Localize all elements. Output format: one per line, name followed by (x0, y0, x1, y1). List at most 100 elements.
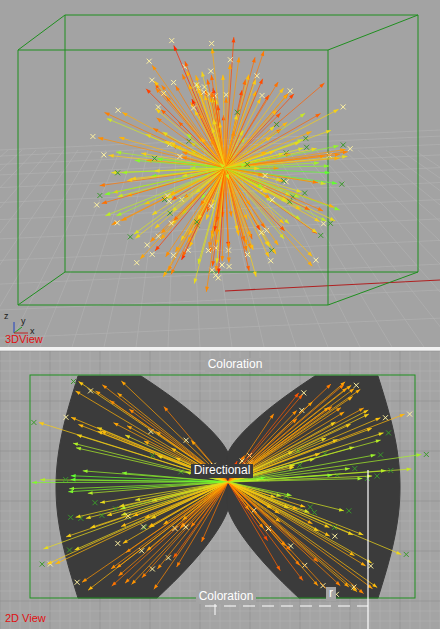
arrow-head (270, 414, 274, 419)
x-axis-line (225, 280, 440, 291)
field-vector (163, 168, 225, 277)
sample-mark (94, 202, 99, 207)
sample-mark (245, 252, 250, 257)
field-vector (225, 168, 229, 179)
arrow-head (274, 82, 278, 87)
sample-mark (235, 110, 240, 115)
sample-mark (404, 552, 409, 557)
field-vector (167, 168, 225, 198)
arrow-head (345, 467, 350, 471)
arrow-head (195, 75, 199, 80)
sample-mark (167, 199, 172, 204)
arrow-head (166, 252, 170, 257)
arrow-head (194, 278, 198, 283)
arrow-head (105, 212, 110, 216)
field-vector (228, 482, 280, 571)
arrow-head (157, 564, 161, 569)
bounding-box (65, 272, 418, 273)
arrow-head (152, 65, 157, 70)
view-3d (0, 0, 440, 401)
field-vector (228, 482, 290, 551)
arrow-head (333, 145, 338, 149)
sample-mark (383, 415, 388, 420)
arrow-head (307, 252, 312, 257)
radius-dimension (205, 470, 368, 629)
arrow-head (281, 198, 286, 202)
sample-mark (245, 162, 250, 167)
sample-mark (259, 230, 264, 235)
sample-mark (75, 580, 80, 585)
arrow-head (300, 504, 305, 507)
arrow-head (336, 581, 341, 586)
arrow-head (252, 57, 256, 62)
arrow-head (326, 130, 331, 134)
field-vector (225, 168, 272, 201)
arrow-head (367, 428, 372, 431)
arrow-head (182, 156, 187, 160)
arrow-head (175, 247, 179, 252)
sample-mark (313, 258, 318, 263)
field-vector (111, 482, 228, 569)
arrow-head (153, 128, 158, 132)
arrow-head (127, 178, 132, 182)
arrow-head (235, 226, 239, 231)
arrow-head (276, 177, 281, 181)
arrow-head (156, 109, 161, 114)
field-vector (228, 482, 401, 554)
arrow-head (122, 112, 127, 116)
arrow-head (372, 583, 377, 587)
arrow-head (125, 579, 130, 584)
arrow-head (100, 500, 105, 504)
arrow-head (325, 171, 330, 175)
arrow-head (40, 478, 45, 482)
field-vector (225, 168, 251, 236)
arrow-head (269, 151, 274, 155)
arrow-head (236, 57, 240, 62)
bounding-box (18, 305, 328, 306)
arrow-head (150, 237, 155, 242)
sample-mark (115, 541, 120, 546)
sample-mark (301, 390, 306, 395)
arrow-head (47, 561, 52, 565)
arrow-head (232, 37, 236, 42)
sample-mark (150, 252, 155, 257)
field-vector (228, 482, 372, 563)
sample-mark (332, 525, 337, 530)
arrow-head (152, 211, 157, 215)
arrow-head (135, 159, 140, 163)
arrow-head (225, 174, 229, 179)
arrow-head (231, 131, 235, 136)
field-vector (82, 482, 228, 582)
field-vector (220, 122, 225, 168)
viewport-ground (0, 351, 440, 629)
arrow-head (311, 148, 316, 152)
arrow-head (258, 184, 263, 188)
view-2d (0, 351, 440, 629)
bounding-box (18, 50, 19, 305)
sample-mark (115, 220, 120, 225)
arrow-head (116, 151, 121, 155)
arrow-head (141, 152, 146, 156)
arrow-head (126, 548, 131, 552)
arrow-head (157, 118, 162, 123)
arrow-head (146, 159, 151, 163)
sample-mark (177, 154, 182, 159)
field-vector (225, 168, 264, 175)
arrow-head (295, 561, 299, 566)
sample-mark (93, 500, 98, 505)
arrow-head (77, 435, 82, 438)
sample-mark (99, 513, 104, 518)
vector-sphere (90, 37, 352, 292)
field-vector (228, 482, 318, 586)
arrow-head (321, 181, 326, 185)
arrow-head (228, 64, 232, 69)
arrow-head (112, 582, 117, 587)
field-vector (228, 482, 263, 529)
arrow-head (242, 80, 246, 85)
sample-mark (171, 253, 176, 258)
arrow-head (211, 261, 215, 266)
arrow-head (217, 268, 221, 273)
arrow-head (122, 170, 127, 174)
arrow-head (208, 242, 212, 247)
arrow-head (216, 229, 220, 234)
